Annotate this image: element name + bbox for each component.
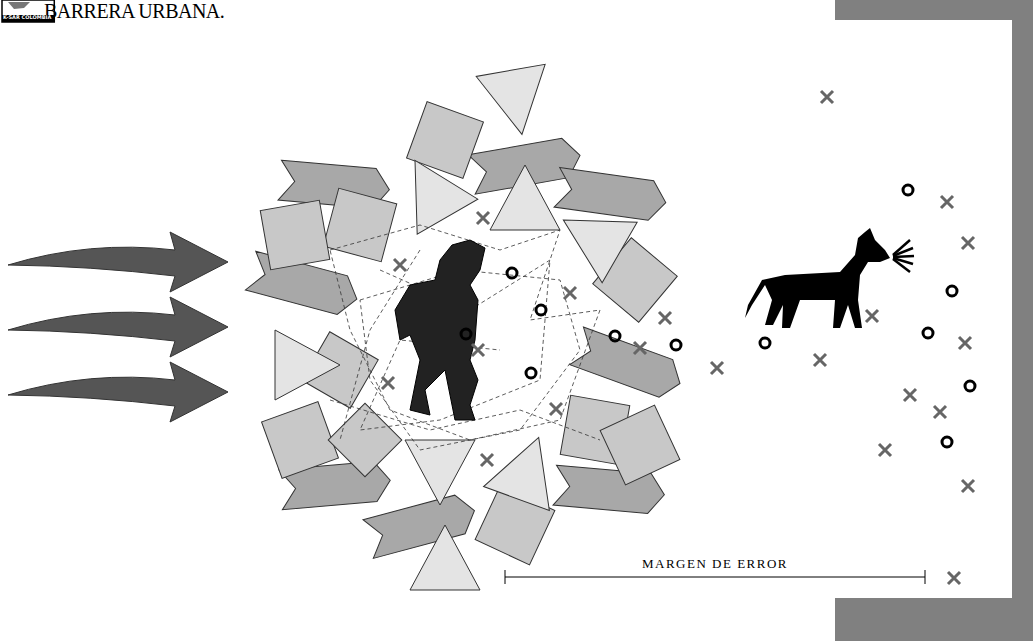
cross-marks bbox=[382, 91, 974, 584]
margin-label: MARGEN DE ERROR bbox=[642, 557, 788, 570]
victim-figure bbox=[395, 240, 485, 420]
logo-text: K-SAR COLOMBIA bbox=[3, 15, 51, 20]
title: BARRERA URBANA. bbox=[44, 0, 224, 23]
scent-paths bbox=[330, 225, 600, 450]
wall bbox=[835, 0, 1033, 641]
margin-bracket bbox=[505, 570, 925, 584]
wind-arrows bbox=[8, 232, 228, 422]
search-dog bbox=[745, 228, 914, 328]
circle-marks bbox=[461, 185, 975, 447]
rubble bbox=[245, 64, 686, 590]
